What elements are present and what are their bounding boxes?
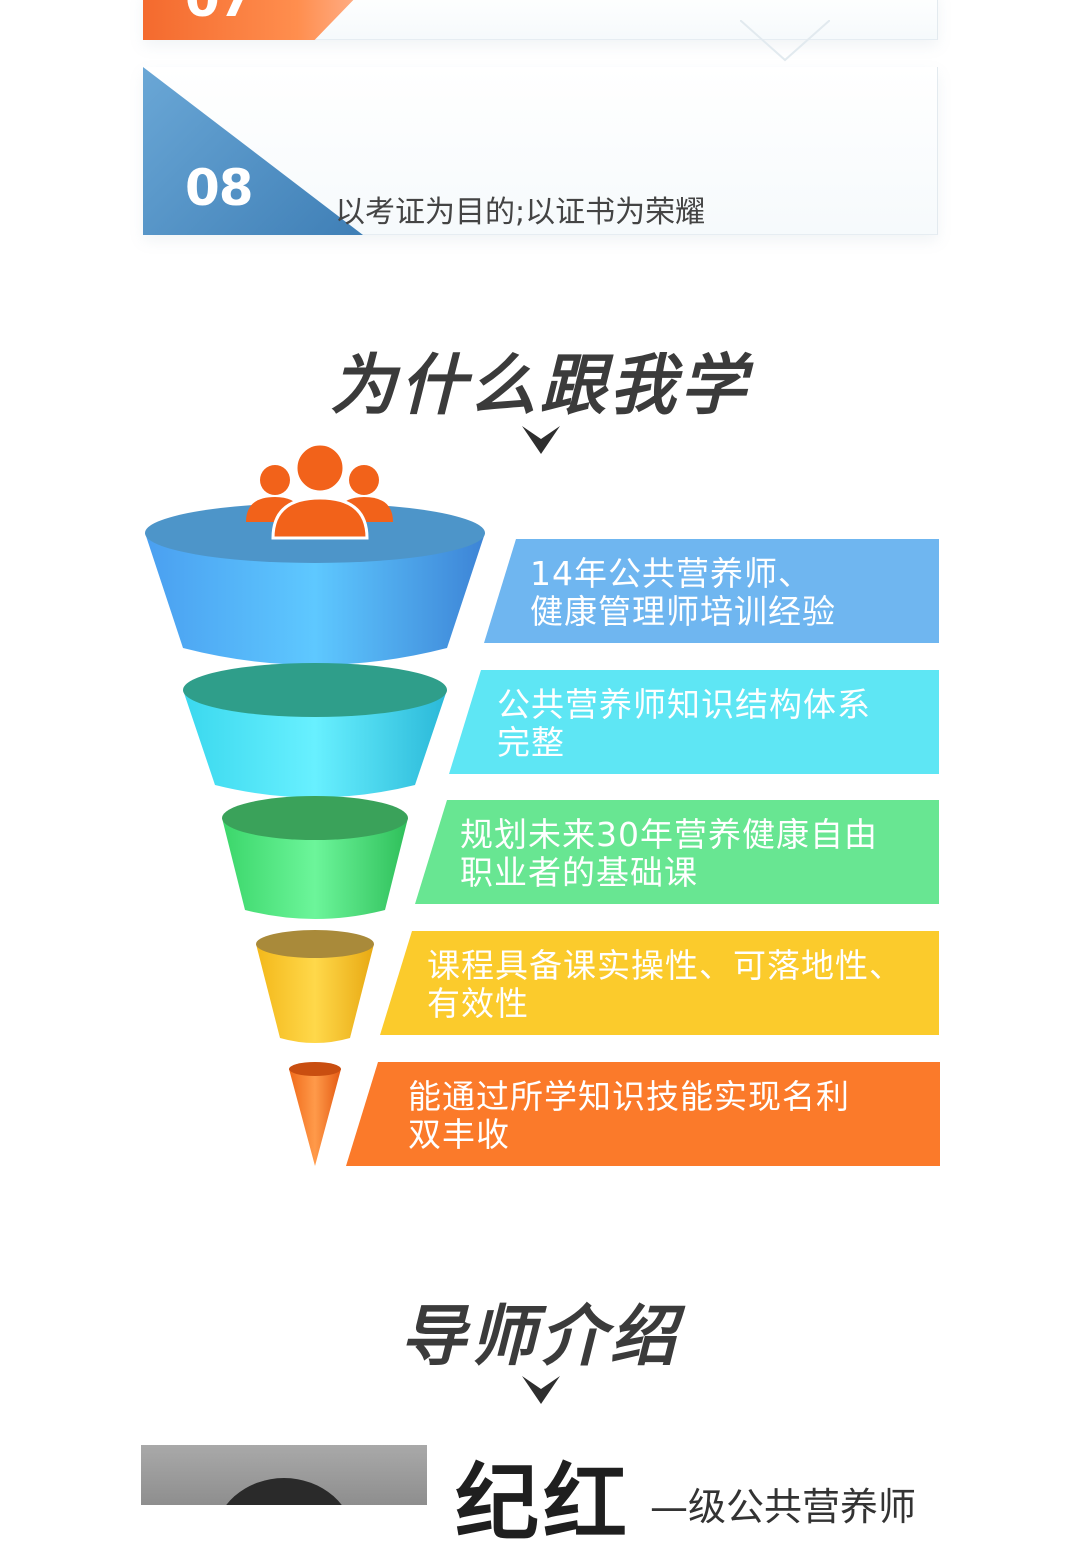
reason-text-3: 规划未来30年营养健康自由职业者的基础课: [460, 815, 878, 892]
item-number: 07: [185, 0, 254, 28]
reason-text-5: 能通过所学知识技能实现名利双丰收: [408, 1077, 850, 1154]
item-text: 以考证为目的;以证书为荣耀: [335, 195, 706, 230]
reason-band-4: [380, 931, 939, 1035]
reason-text-1: 14年公共营养师、健康管理师培训经验: [530, 554, 836, 631]
people-group-icon: [246, 442, 393, 540]
why-section-title: 为什么跟我学: [330, 347, 750, 424]
funnel-tier-2: [183, 663, 447, 798]
reason-text-2: 公共营养师知识结构体系完整: [497, 685, 871, 762]
item-number: 08: [185, 159, 254, 217]
chevron-down-icon: [522, 426, 560, 454]
list-item-08: 08 以考证为目的;以证书为荣耀: [143, 67, 938, 235]
reason-band-1: [484, 539, 939, 643]
funnel-tier-3: [222, 796, 408, 919]
reason-text-4: 课程具备课实操性、可落地性、有效性: [427, 946, 903, 1023]
mentor-photo: [141, 1445, 427, 1505]
reason-band-3: [415, 800, 939, 904]
mentor-role: —级公共营养师: [650, 1485, 917, 1529]
card-notch-chevron: [740, 20, 830, 62]
reason-band-5: [346, 1062, 940, 1166]
list-item-07: 07: [143, 0, 938, 40]
reason-band-2: [449, 670, 939, 774]
mentor-section-title: 导师介绍: [400, 1298, 680, 1375]
funnel-graphic: [145, 442, 485, 1166]
funnel-tier-5: [289, 1062, 341, 1166]
mentor-name: 纪红: [455, 1454, 632, 1552]
funnel-tier-4: [256, 930, 374, 1043]
chevron-down-icon: [522, 1376, 560, 1404]
mentor-portrait-image: [226, 1478, 342, 1505]
